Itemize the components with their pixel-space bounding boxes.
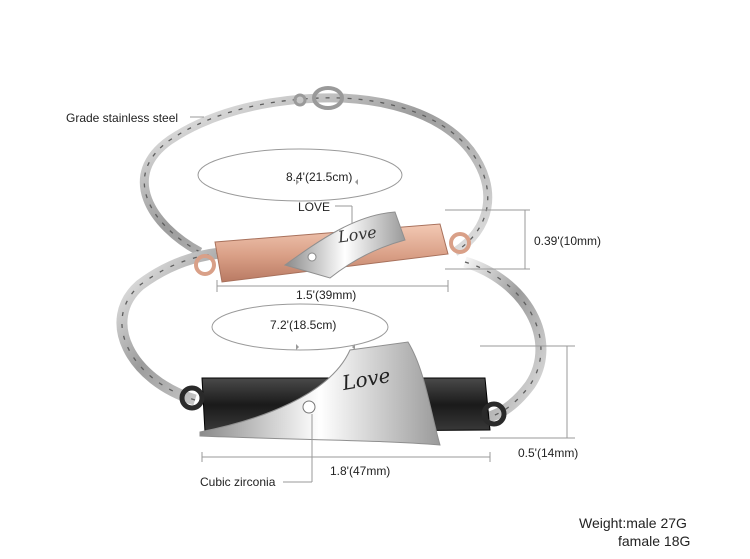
material-label: Grade stainless steel	[66, 111, 179, 125]
rose-gold-plate	[214, 211, 449, 283]
arrow-marks	[296, 179, 358, 350]
small-plate-length-label: 1.8'(47mm)	[330, 464, 391, 478]
plate-engraving-bottom: Love	[340, 362, 393, 396]
black-ring-right	[481, 401, 507, 427]
cubic-zirconia-stone-bottom	[302, 400, 316, 414]
weight-line-2: famale 18G	[618, 533, 691, 549]
small-plate-width-label: 0.5'(14mm)	[518, 446, 579, 460]
cubic-zirconia-stone-top	[307, 252, 317, 262]
large-bracelet-chain-links	[143, 97, 489, 253]
plate-engraving-top: Love	[336, 222, 378, 247]
engraving-label: LOVE	[298, 200, 331, 214]
rose-ring	[449, 232, 471, 254]
measurement-guides	[190, 116, 575, 483]
large-plate-length-label: 1.5'(39mm)	[296, 288, 357, 302]
small-bracelet-length-label: 7.2'(18.5cm)	[270, 318, 337, 332]
black-ring-left	[179, 385, 205, 411]
large-plate-width-label: 0.39'(10mm)	[534, 234, 601, 248]
lobster-clasp	[293, 86, 344, 110]
large-bracelet-length-label: 8.4'(21.5cm)	[286, 170, 353, 184]
stone-label: Cubic zirconia	[200, 475, 276, 489]
weight-line-1: Weight:male 27G	[579, 515, 687, 531]
rose-ring-left	[194, 254, 216, 276]
black-plate	[199, 341, 491, 446]
